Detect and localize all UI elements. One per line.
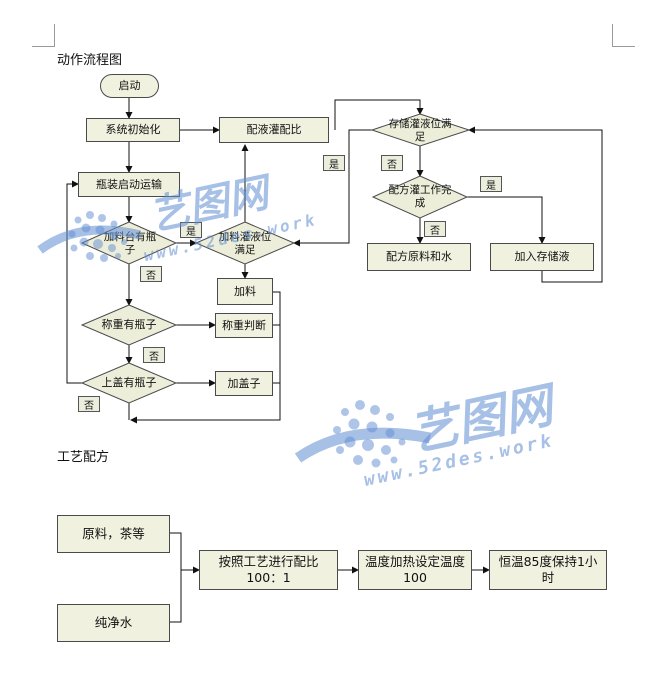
tag-no-recipe: 否 xyxy=(424,221,446,237)
diamond-recipe-done xyxy=(371,175,469,219)
node-start: 启动 xyxy=(100,74,159,98)
label-weigh-check: 称重有瓶子 xyxy=(101,318,157,331)
label-has-bottle: 加料台有瓶子 xyxy=(103,231,157,257)
process-raw: 原料，茶等 xyxy=(57,515,170,553)
tag-no-storage: 否 xyxy=(381,155,403,171)
label-fill-level: 加料灌液位满足 xyxy=(218,231,272,257)
tag-yes-recipe: 是 xyxy=(480,176,502,192)
node-bottle-conveyor: 瓶装启动运输 xyxy=(78,172,180,197)
tag-yes-storage: 是 xyxy=(323,155,345,171)
node-init: 系统初始化 xyxy=(86,118,180,142)
process-step1: 按照工艺进行配比100：1 xyxy=(199,550,338,590)
label-recipe-done: 配方灌工作完成 xyxy=(388,184,452,210)
node-add-storage: 加入存储液 xyxy=(490,243,594,271)
node-feed: 加料 xyxy=(217,278,273,305)
diamond-storage-level xyxy=(370,113,471,147)
node-mix-tank: 配液灌配比 xyxy=(219,117,329,143)
node-weigh-judge: 称重判断 xyxy=(215,313,273,338)
process-water: 纯净水 xyxy=(57,604,170,642)
process-title: 工艺配方 xyxy=(57,450,110,465)
process-step3: 恒温85度保持1小时 xyxy=(489,550,607,590)
tag-no-weigh: 否 xyxy=(143,347,165,363)
corner-mark-right xyxy=(612,24,635,47)
process-step2: 温度加热设定温度100 xyxy=(358,550,472,590)
tag-no-cap: 否 xyxy=(78,396,100,412)
diamond-fill-level xyxy=(194,221,296,265)
tag-yes-has-bottle: 是 xyxy=(180,222,202,238)
diamond-weigh-check xyxy=(80,304,178,346)
tag-no-has-bottle: 否 xyxy=(140,266,162,282)
flowchart-title: 动作流程图 xyxy=(57,53,123,68)
label-cap-check: 上盖有瓶子 xyxy=(101,376,157,389)
diamond-cap-check xyxy=(80,362,178,404)
node-add-cap: 加盖子 xyxy=(215,371,273,396)
node-mix-raw: 配方原料和水 xyxy=(367,243,471,271)
label-storage-level: 存储灌液位满足 xyxy=(388,118,452,144)
corner-mark-left xyxy=(32,24,55,47)
